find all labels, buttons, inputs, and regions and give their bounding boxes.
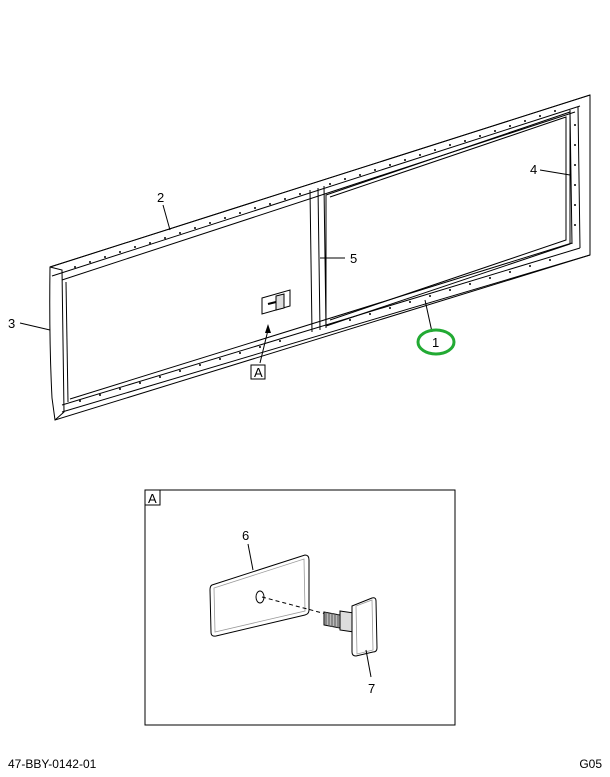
window-frame bbox=[325, 111, 571, 327]
leader-3 bbox=[19, 322, 51, 331]
callout-7: 7 bbox=[368, 681, 375, 696]
detail-ref-label: A bbox=[254, 365, 263, 380]
detail-box-label: A bbox=[148, 491, 157, 506]
callout-6: 6 bbox=[242, 528, 249, 543]
callout-1: 1 bbox=[432, 335, 439, 350]
leader-7 bbox=[365, 649, 372, 678]
part-number: 47-BBY-0142-01 bbox=[8, 757, 97, 771]
left-inner-edge bbox=[65, 281, 69, 403]
leader-lines bbox=[19, 169, 571, 364]
diagram-code: G05 bbox=[579, 757, 602, 771]
center-post bbox=[309, 185, 327, 333]
bottom-rail bbox=[61, 242, 591, 413]
plate-part-6 bbox=[209, 554, 310, 637]
detail-ref-box bbox=[250, 364, 266, 380]
centerline bbox=[261, 596, 331, 616]
left-end-piece bbox=[49, 266, 65, 421]
window-frame-inner bbox=[329, 116, 567, 321]
bottom-rail-holes bbox=[79, 259, 551, 402]
panel-assembly bbox=[49, 94, 591, 421]
leader-6 bbox=[247, 543, 254, 571]
callout-3: 3 bbox=[8, 316, 15, 331]
top-rail bbox=[49, 94, 591, 277]
callout-5: 5 bbox=[350, 251, 357, 266]
top-rail-holes bbox=[74, 110, 556, 268]
leader-1 bbox=[424, 299, 433, 333]
arrow-A bbox=[265, 324, 271, 333]
plate-hole bbox=[255, 590, 265, 604]
right-end-holes bbox=[574, 124, 576, 226]
callout-1-highlight bbox=[416, 328, 456, 356]
leader-2 bbox=[162, 204, 171, 231]
callout-2: 2 bbox=[157, 190, 164, 205]
latch-part-7 bbox=[323, 597, 378, 657]
latch-small bbox=[261, 289, 291, 315]
leader-4 bbox=[539, 169, 571, 176]
detail-box-tag bbox=[144, 489, 161, 506]
callout-4: 4 bbox=[530, 162, 537, 177]
leader-A bbox=[259, 329, 269, 364]
